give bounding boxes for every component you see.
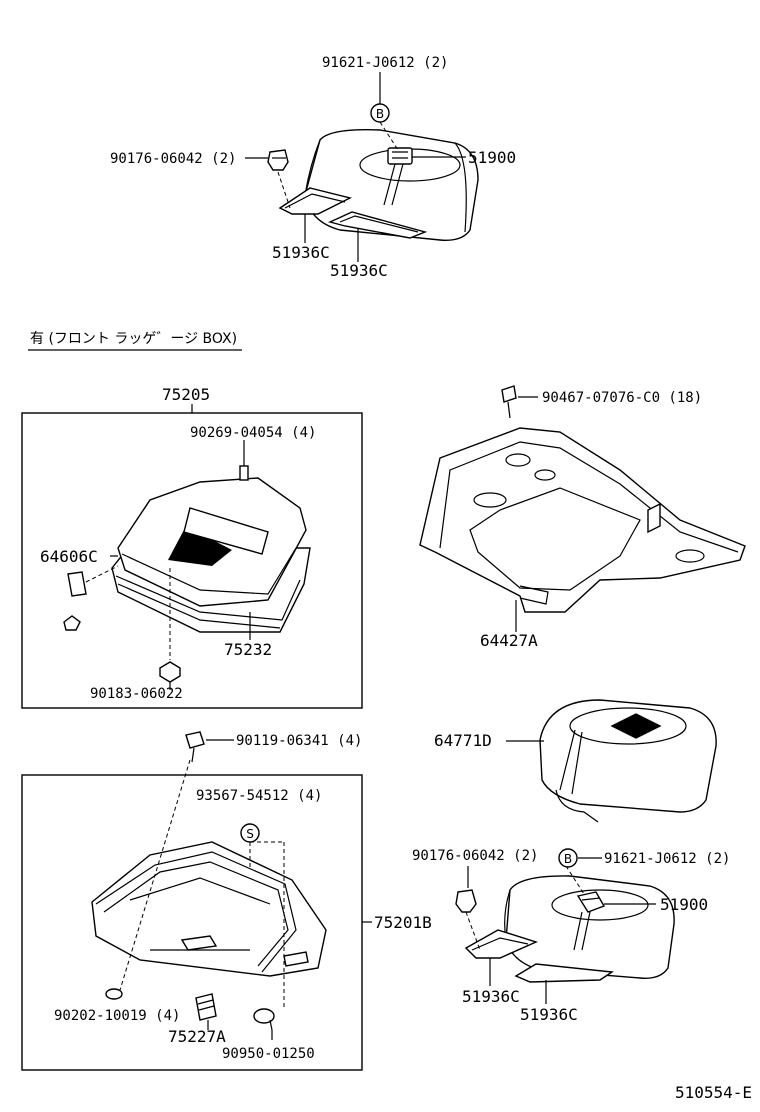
document-code: 510554-E — [675, 1083, 752, 1102]
label-90119: 90119-06341 (4) — [236, 733, 362, 749]
label-91621-top: 91621-J0612 (2) — [322, 55, 448, 71]
label-75201b: 75201B — [374, 913, 432, 932]
section-title: 有 (フロント ラッゲ゛ージ BOX) — [30, 331, 237, 347]
label-51900-bot: 51900 — [660, 895, 708, 914]
label-93567: 93567-54512 (4) — [196, 788, 322, 804]
callout-s: S — [246, 827, 254, 841]
label-64771d: 64771D — [434, 731, 492, 750]
label-90176-top: 90176-06042 (2) — [110, 151, 236, 167]
callout-b-top: B — [376, 107, 384, 121]
label-75205: 75205 — [162, 385, 210, 404]
label-90467: 90467-07076-C0 (18) — [542, 390, 702, 406]
label-91621-bot: 91621-J0612 (2) — [604, 851, 730, 867]
top-tire-assembly — [245, 72, 479, 262]
lid-75205 — [63, 440, 311, 690]
tire-cover-64771d — [506, 699, 717, 823]
label-51900-top: 51900 — [468, 148, 516, 167]
floor-panel-64427a — [419, 385, 746, 632]
label-90202: 90202-10019 (4) — [54, 1008, 180, 1024]
label-64427a: 64427A — [480, 631, 538, 650]
callout-b-bottom: B — [564, 852, 572, 866]
bottom-tire-assembly — [455, 857, 675, 1004]
label-90176-bot: 90176-06042 (2) — [412, 848, 538, 864]
label-75232: 75232 — [224, 640, 272, 659]
label-90183: 90183-06022 — [90, 686, 183, 702]
label-51936c-c: 51936C — [462, 987, 520, 1006]
label-51936c-d: 51936C — [520, 1005, 578, 1024]
label-51936c-a: 51936C — [272, 243, 330, 262]
label-51936c-b: 51936C — [330, 261, 388, 280]
label-64606c: 64606C — [40, 547, 98, 566]
label-90269: 90269-04054 (4) — [190, 425, 316, 441]
label-75227a: 75227A — [168, 1027, 226, 1046]
label-90950: 90950-01250 — [222, 1046, 315, 1062]
luggage-box-75201b — [91, 731, 327, 1040]
